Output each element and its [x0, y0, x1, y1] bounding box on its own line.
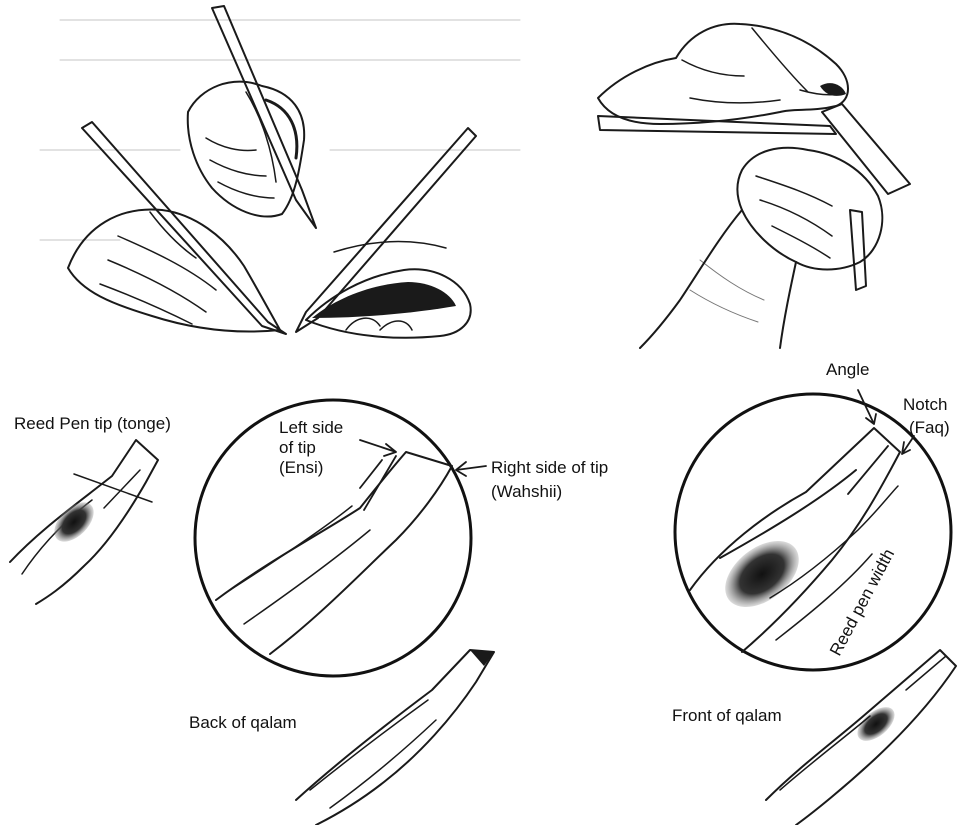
reed-pen-vertical — [850, 210, 866, 290]
label-left-side-line1: Left side — [279, 418, 343, 438]
label-back-of-qalam: Back of qalam — [189, 713, 297, 733]
forearm — [640, 210, 796, 348]
hands-cutting-illustration — [40, 6, 520, 338]
label-angle: Angle — [826, 360, 869, 380]
hands-trimming-illustration — [598, 24, 910, 348]
upper-hand — [188, 82, 304, 217]
label-front-of-qalam: Front of qalam — [672, 706, 782, 726]
label-right-side-line2: (Wahshii) — [491, 482, 562, 502]
label-left-side-line3: (Ensi) — [279, 458, 323, 478]
label-left-side-line2: of tip — [279, 438, 316, 458]
label-notch-line1: Notch — [903, 395, 947, 415]
reed-pen-upper — [212, 6, 316, 228]
label-notch-line2: (Faq) — [909, 418, 950, 438]
arrow-right-side — [456, 462, 486, 476]
reed-pen-horizontal — [598, 116, 836, 134]
label-right-side-line1: Right side of tip — [491, 458, 608, 478]
magnify-circle-left — [195, 400, 471, 676]
lower-trim-hand — [738, 148, 883, 270]
label-reed-pen-tip: Reed Pen tip (tonge) — [14, 414, 171, 434]
reed-pen-tip-small — [10, 440, 158, 604]
magnified-back-view — [195, 400, 486, 676]
qalam-front-illustration — [766, 650, 956, 825]
